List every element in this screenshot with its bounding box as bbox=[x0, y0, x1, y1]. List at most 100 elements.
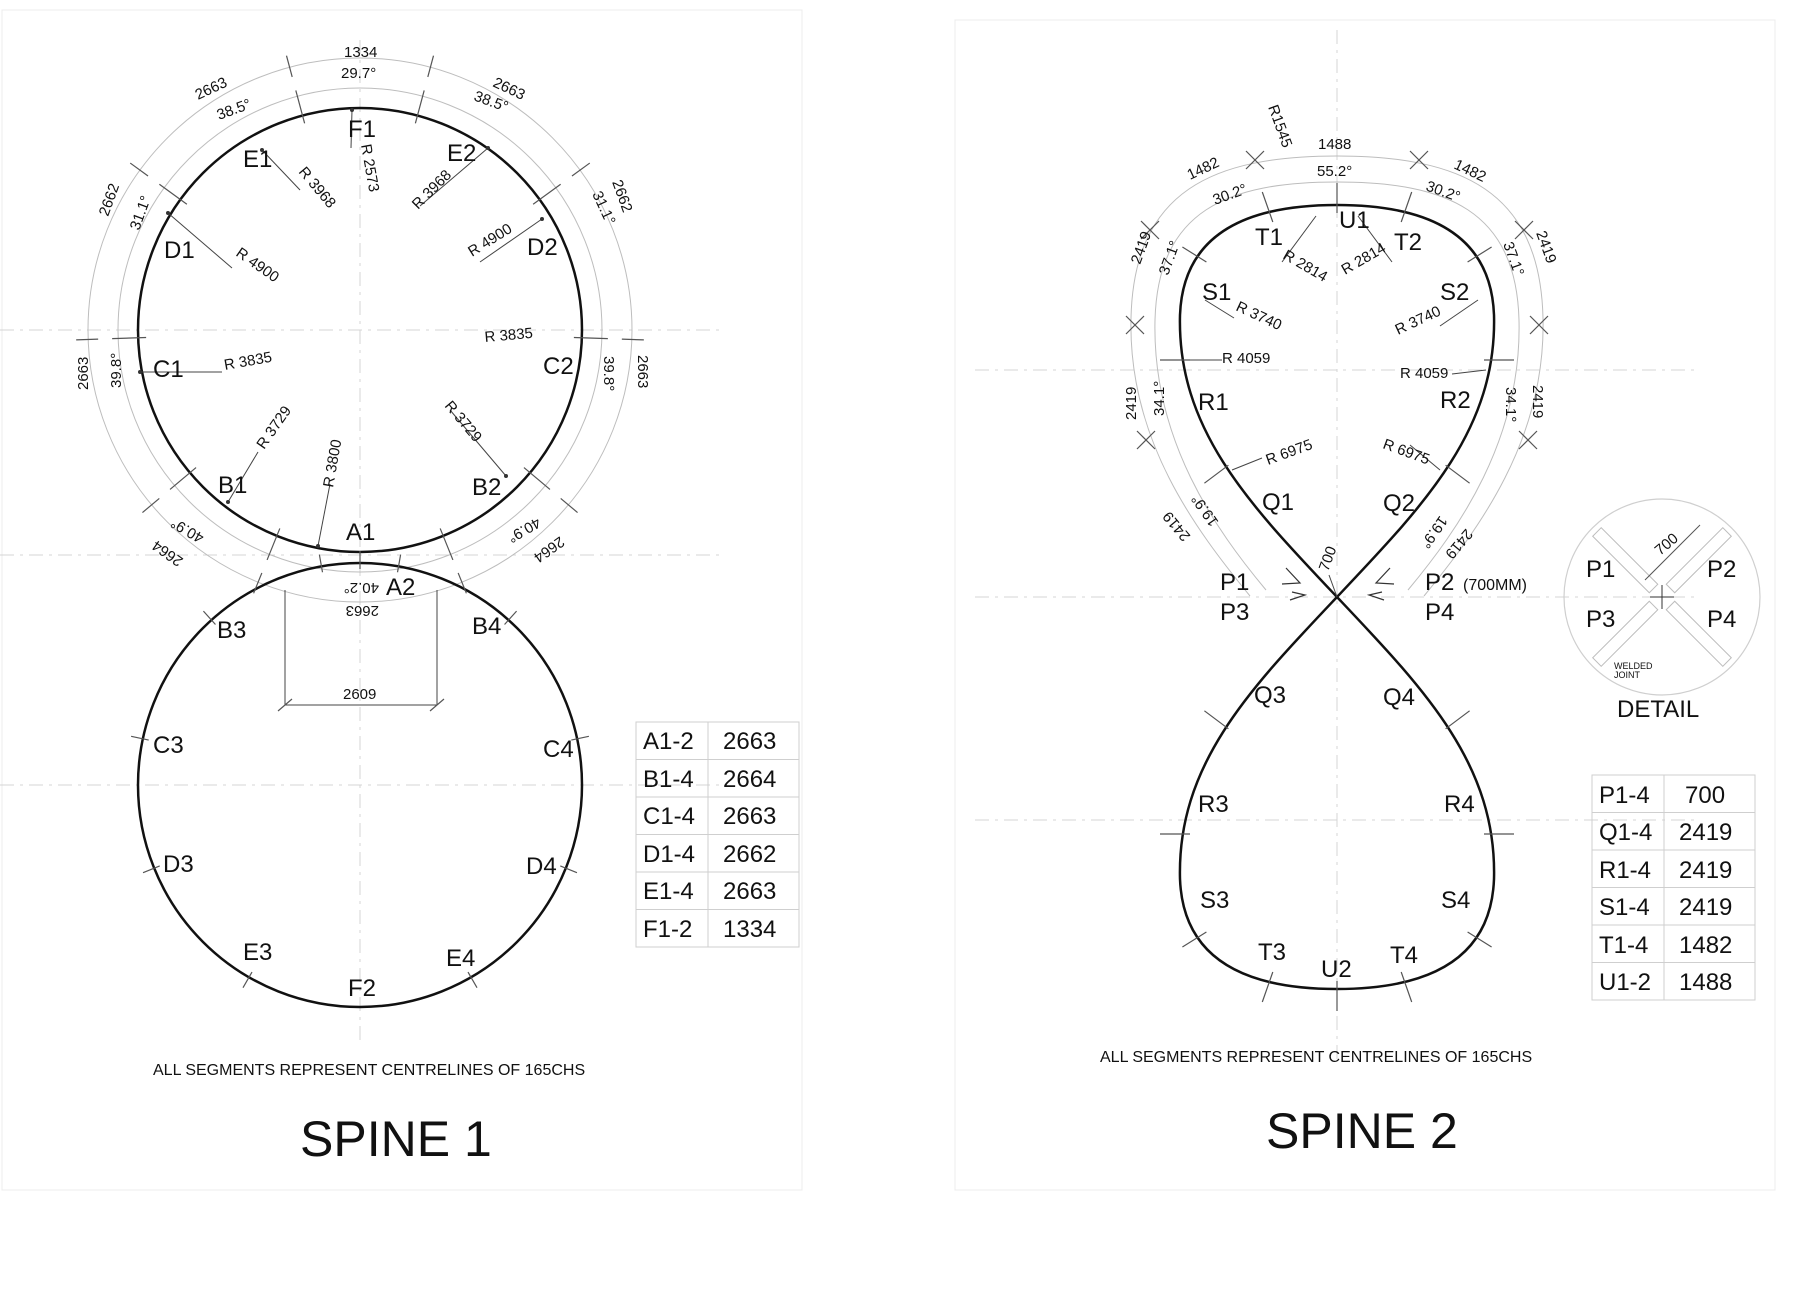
arc-angle: 30.2° bbox=[1211, 181, 1250, 209]
arc-dimension: 1482 bbox=[1451, 156, 1488, 186]
point-b1: B1 bbox=[218, 472, 247, 499]
dimension-tick bbox=[457, 572, 467, 594]
point-e2: E2 bbox=[447, 140, 476, 167]
arc-dimension: 2419 bbox=[1441, 525, 1475, 561]
dimension-tick bbox=[439, 528, 454, 561]
radius-leader bbox=[1451, 369, 1487, 375]
dimension-tick bbox=[112, 336, 147, 340]
spine1-construction bbox=[76, 55, 644, 988]
spine1-title: SPINE 1 bbox=[300, 1111, 492, 1167]
table-cell-segment: B1-4 bbox=[643, 766, 694, 793]
point-u1: U1 bbox=[1339, 207, 1370, 234]
radius-label: R 3800 bbox=[320, 438, 345, 489]
table-cell-length: 1334 bbox=[723, 916, 776, 943]
arc-angle: 38.5° bbox=[215, 96, 254, 124]
node-tick bbox=[396, 554, 402, 573]
arc-dimension: 2663 bbox=[346, 602, 379, 619]
detail-welded-line1: WELDED bbox=[1614, 661, 1653, 671]
radius-leader bbox=[449, 409, 507, 477]
radius-leader bbox=[167, 212, 233, 269]
radius-leader-end bbox=[350, 108, 354, 112]
radius-label: R 3729 bbox=[253, 403, 295, 452]
arc-angle: 55.2° bbox=[1317, 163, 1352, 180]
spine2-frame bbox=[954, 19, 1776, 1191]
radius-leader-end bbox=[486, 146, 490, 150]
table-cell-segment: U1-2 bbox=[1599, 969, 1651, 996]
spine2-dim-curve-inner bbox=[1154, 181, 1520, 591]
radius-label: R 3740 bbox=[1233, 298, 1284, 334]
gap-leader bbox=[1328, 574, 1338, 598]
table-cell-segment: E1-4 bbox=[643, 878, 694, 905]
radius-leader bbox=[1409, 444, 1441, 471]
arc-angle: 40.2° bbox=[344, 579, 379, 596]
table-cell-length: 2419 bbox=[1679, 894, 1732, 921]
node-tick bbox=[242, 971, 253, 988]
dimension-tick bbox=[285, 55, 293, 78]
point-b4: B4 bbox=[472, 613, 501, 640]
spine1-chord-tick-right bbox=[429, 698, 445, 712]
arc-dimension: 2663 bbox=[193, 74, 230, 104]
arc-dimension: 2663 bbox=[634, 355, 651, 388]
point-s1: S1 bbox=[1202, 279, 1231, 306]
point-b3: B3 bbox=[217, 617, 246, 644]
arc-angle: 37.1° bbox=[1499, 240, 1527, 279]
radius-label: R 4900 bbox=[233, 244, 282, 286]
point-p2: P2 bbox=[1425, 569, 1454, 596]
spine2-dim-curve-outer bbox=[1130, 155, 1544, 597]
point-c2: C2 bbox=[543, 353, 574, 380]
arc-angle: 29.7° bbox=[341, 65, 376, 82]
node-tick bbox=[1182, 931, 1207, 948]
point-u2: U2 bbox=[1321, 956, 1352, 983]
detail-welded-line2: JOINT bbox=[1614, 670, 1641, 680]
p3-arrow bbox=[1289, 591, 1308, 601]
radius-label: R 2814 bbox=[1280, 247, 1330, 286]
dimension-tick bbox=[1529, 315, 1549, 335]
point-a2: A2 bbox=[386, 574, 415, 601]
point-e4: E4 bbox=[446, 945, 475, 972]
table-cell-segment: S1-4 bbox=[1599, 894, 1650, 921]
radius-leader-end bbox=[138, 370, 142, 374]
spine1-dim-arc-outer bbox=[87, 57, 633, 603]
node-tick bbox=[1445, 464, 1470, 484]
table-cell-segment: T1-4 bbox=[1599, 932, 1648, 959]
node-tick bbox=[1400, 971, 1413, 1003]
point-e1: E1 bbox=[243, 146, 272, 173]
node-tick bbox=[1204, 710, 1229, 730]
point-r3: R3 bbox=[1198, 791, 1229, 818]
point-d1: D1 bbox=[164, 237, 195, 264]
point-q3: Q3 bbox=[1254, 682, 1286, 709]
arc-dimension: 2419 bbox=[1128, 229, 1155, 266]
dimension-tick bbox=[427, 55, 435, 78]
dimension-tick bbox=[1140, 220, 1160, 240]
dimension-tick bbox=[1518, 430, 1538, 450]
node-tick bbox=[560, 865, 578, 874]
table-cell-segment: A1-2 bbox=[643, 728, 694, 755]
point-f1: F1 bbox=[348, 116, 376, 143]
node-tick bbox=[1400, 191, 1413, 223]
spine2-construction bbox=[1125, 150, 1549, 1011]
node-tick bbox=[1445, 710, 1470, 730]
arc-dimension: 2419 bbox=[1529, 385, 1546, 418]
dimension-tick bbox=[1409, 150, 1429, 170]
point-e3: E3 bbox=[243, 939, 272, 966]
table-cell-length: 1488 bbox=[1679, 969, 1732, 996]
arc-angle: 34.1° bbox=[1502, 387, 1519, 422]
point-d2: D2 bbox=[527, 234, 558, 261]
point-c3: C3 bbox=[153, 732, 184, 759]
p1-arrow bbox=[1281, 567, 1302, 585]
arc-dimension: 2419 bbox=[1532, 229, 1559, 266]
dimension-tick bbox=[621, 338, 644, 341]
point-r1: R1 bbox=[1198, 389, 1229, 416]
table-cell-length: 1482 bbox=[1679, 932, 1732, 959]
point-d3: D3 bbox=[163, 851, 194, 878]
table-cell-length: 2663 bbox=[723, 803, 776, 830]
point-s3: S3 bbox=[1200, 887, 1229, 914]
arc-angle: 30.2° bbox=[1424, 178, 1463, 206]
radius-leader-end bbox=[504, 474, 508, 478]
gap-dimension: 700 bbox=[1316, 544, 1341, 573]
arc-dimension: 2419 bbox=[1123, 387, 1140, 420]
arc-dimension: 2663 bbox=[75, 357, 92, 390]
table-cell-segment: D1-4 bbox=[643, 841, 695, 868]
dimension-tick bbox=[76, 338, 99, 341]
point-q1: Q1 bbox=[1262, 489, 1294, 516]
